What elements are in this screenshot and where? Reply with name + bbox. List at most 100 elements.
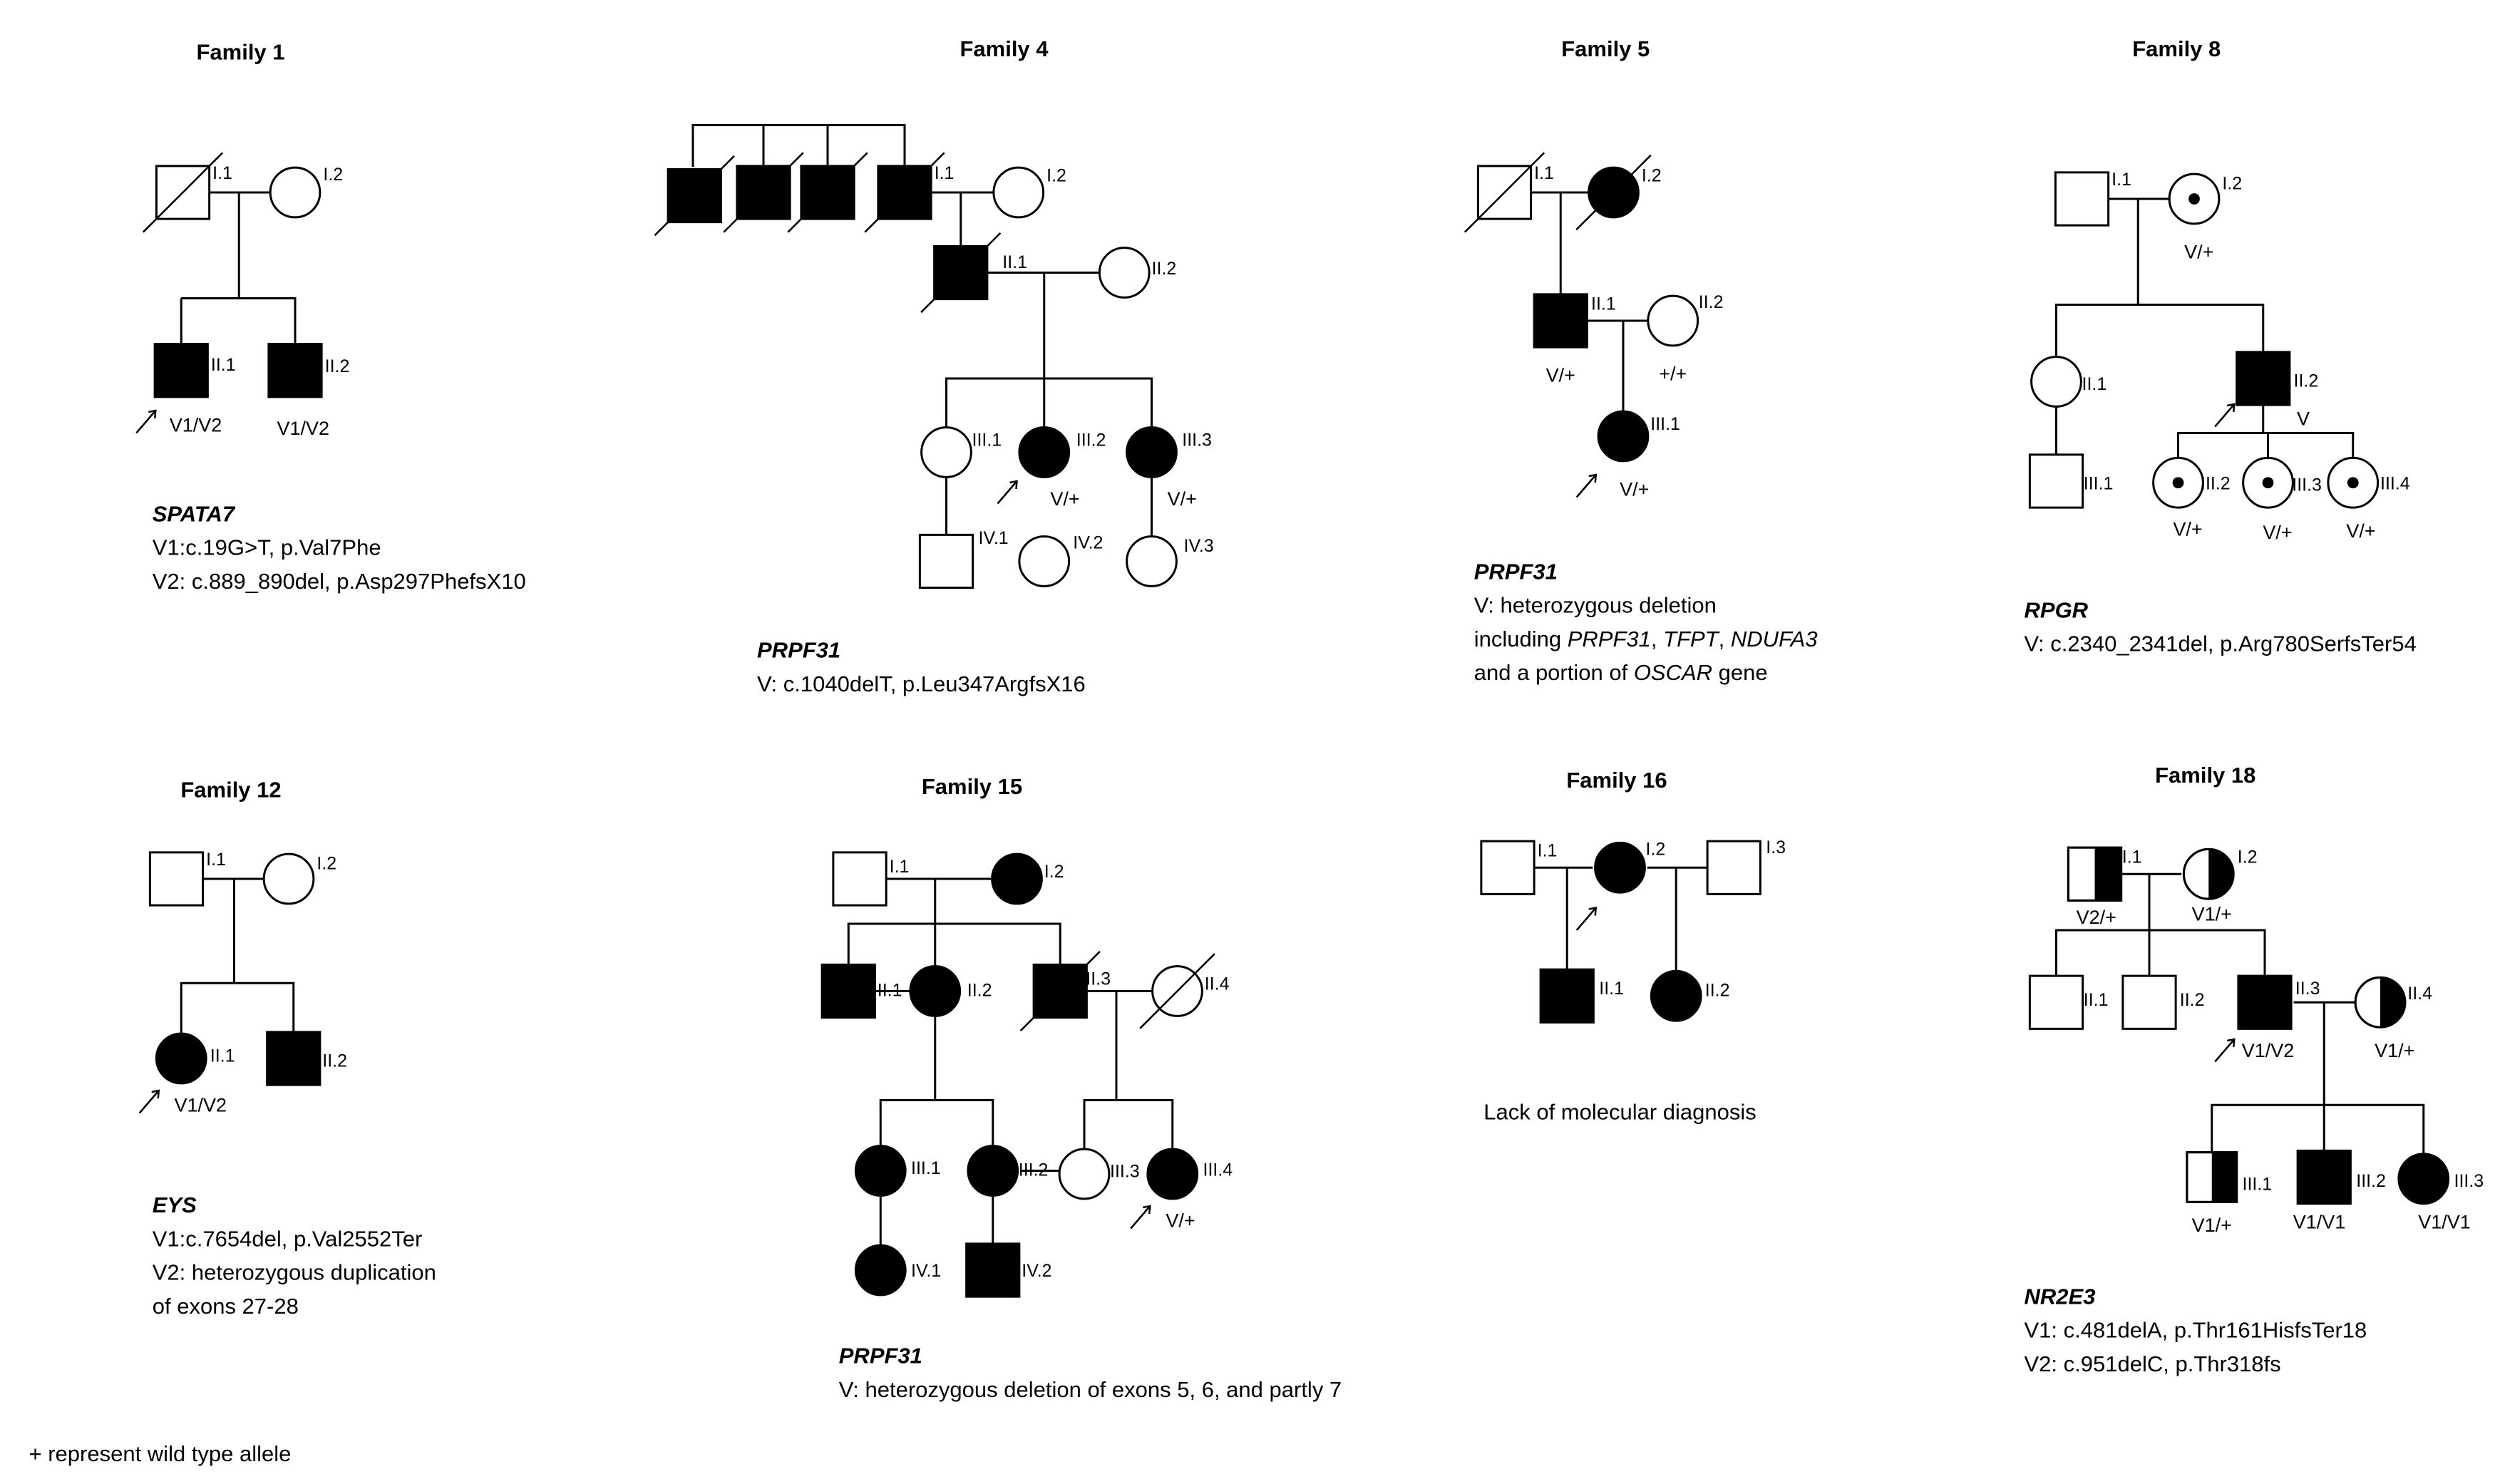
f12-i-1-label: I.1 — [206, 850, 226, 870]
f5-i-2-label: I.2 — [1642, 165, 1662, 185]
f1-ii-2-symbol — [267, 343, 323, 398]
f18-ii-2-symbol — [2121, 974, 2177, 1030]
f8-ii-1-label: II.1 — [2082, 374, 2107, 394]
f8-variant-line: V: c.2340_2341del, p.Arg780SerfsTer54 — [2025, 632, 2417, 656]
f8-iii-2-label: III.2 — [2201, 473, 2231, 493]
f18-iii-2-symbol — [2296, 1149, 2352, 1205]
f8-iii-1-symbol — [2028, 453, 2084, 509]
f4-i-1-symbol — [864, 152, 945, 233]
f15-ii-2-label: II.2 — [967, 980, 992, 1000]
f15-sibship-line — [879, 1099, 994, 1145]
f16-i-1-label: I.1 — [1538, 841, 1558, 861]
f18-iii-2-label: III.2 — [2356, 1171, 2386, 1191]
f12-ii-2-label: II.2 — [322, 1051, 347, 1071]
f1-variant-line: V1:c.19G>T, p.Val7Phe — [153, 535, 381, 560]
f8-i-2-genotype: V/+ — [2184, 241, 2213, 262]
f12-variant-line: V2: heterozygous duplication — [153, 1260, 436, 1285]
f4-iv-3-label: IV.3 — [1184, 536, 1214, 556]
f18-sibship-line — [2055, 929, 2266, 975]
f15-gene: PRPF31 — [839, 1344, 922, 1369]
f5-i-2-symbol — [1575, 154, 1652, 231]
f18-gene: NR2E3 — [2025, 1284, 2096, 1309]
f4-ii-1-label: II.1 — [1002, 252, 1027, 272]
f8-iii-3-label: III.3 — [2292, 475, 2322, 495]
f15-iii-1-label: III.1 — [911, 1158, 941, 1178]
f4-i-2-symbol — [992, 166, 1045, 219]
f5-iii-1-genotype: V/+ — [1620, 478, 1649, 500]
f8-i-1-label: I.1 — [2111, 170, 2131, 190]
f4-sibship-line — [691, 124, 906, 167]
f18-iii-3-symbol — [2397, 1153, 2450, 1205]
f18-ii-3-genotype: V1/V2 — [2242, 1040, 2295, 1061]
f18-ii-2-label: II.2 — [2180, 990, 2205, 1010]
f8-iii-3-symbol — [2242, 456, 2294, 509]
f8-title: Family 8 — [2132, 36, 2221, 61]
f4-title: Family 4 — [960, 36, 1049, 61]
f16-i-3-label: I.3 — [1766, 838, 1786, 857]
f16-ii-2-symbol — [1650, 969, 1702, 1022]
f15-iii-4-symbol — [1146, 1148, 1199, 1200]
f4-iv-3-symbol — [1126, 535, 1178, 587]
f15-ii-4-label: II.4 — [1205, 974, 1230, 994]
f15-iii-3-symbol — [1058, 1148, 1111, 1200]
f18-i-1-label: I.1 — [2122, 847, 2142, 867]
f5-i-1-symbol — [1464, 152, 1545, 233]
f1-ii-2-label: II.2 — [325, 356, 350, 376]
f16-title: Family 16 — [1566, 768, 1667, 793]
f12-variant-line: V1:c.7654del, p.Val2552Ter — [153, 1226, 423, 1251]
f4-iv-2-label: IV.2 — [1073, 533, 1103, 553]
f18-ii-4-symbol — [2354, 976, 2407, 1029]
f4-i-2-label: I.2 — [1046, 165, 1066, 185]
f8-gene: RPGR — [2025, 597, 2089, 622]
f16-ii-2-label: II.2 — [1705, 980, 1730, 1000]
f18-i-2-label: I.2 — [2238, 847, 2258, 867]
f18-iii-1-label: III.1 — [2243, 1175, 2273, 1195]
f8-i-2-label: I.2 — [2222, 174, 2242, 194]
f4-iii-2-proband-arrow — [997, 480, 1018, 505]
f1-title: Family 1 — [196, 39, 284, 64]
f5-title: Family 5 — [1561, 36, 1650, 61]
f18-iii-3-genotype: V1/V1 — [2418, 1212, 2471, 1233]
f1-i-2-label: I.2 — [323, 165, 343, 185]
f12-sibship-line — [180, 981, 295, 1035]
f18-iii-1-genotype: V1/+ — [2192, 1215, 2232, 1236]
f12-gene: EYS — [153, 1192, 197, 1217]
f4-sibship-line — [945, 377, 1153, 427]
f1-ii-1-proband-arrow — [135, 409, 157, 434]
f1-ii-1-genotype: V1/V2 — [170, 414, 222, 436]
f18-i-1-genotype: V2/+ — [2077, 907, 2116, 928]
f15-iii-2-label: III.2 — [1019, 1160, 1049, 1180]
f18-iii-2-genotype: V1/V1 — [2293, 1212, 2346, 1233]
f8-iii-4-symbol — [2327, 456, 2380, 509]
f8-ii-2-genotype: V — [2297, 408, 2310, 429]
f16-note: Lack of molecular diagnosis — [1483, 1100, 1756, 1125]
f1-sibship-line — [181, 297, 297, 344]
f15-ii-3-label: II.3 — [1086, 969, 1111, 989]
f1-ii-2-genotype: V1/V2 — [277, 418, 329, 439]
f5-iii-1-proband-arrow — [1575, 473, 1598, 498]
f4-ii-1-symbol — [920, 232, 1002, 314]
legend-text: + represent wild type allele — [29, 1441, 292, 1466]
f1-i-1-label: I.1 — [212, 163, 232, 183]
f8-ii-1-symbol — [2030, 356, 2082, 408]
f5-variant-line: V: heterozygous deletion — [1474, 593, 1717, 618]
f18-variant-line: V2: c.951delC, p.Thr318fs — [2025, 1351, 2281, 1376]
f15-ii-2-symbol — [909, 965, 962, 1017]
f15-sibship-line — [847, 922, 1061, 966]
f15-ii-4-symbol — [1139, 953, 1215, 1029]
f5-ii-2-genotype: +/+ — [1659, 363, 1687, 384]
f8-ii-2-symbol — [2236, 351, 2291, 406]
f15-iii-2-symbol — [967, 1145, 1019, 1197]
f5-iii-1-symbol — [1597, 410, 1650, 463]
f5-i-1-label: I.1 — [1534, 163, 1554, 183]
f15-iii-4-genotype: V/+ — [1166, 1210, 1195, 1231]
f1-gene: SPATA7 — [153, 501, 236, 526]
f8-ii-2-proband-arrow — [2214, 403, 2236, 428]
f4-iii-1-label: III.1 — [972, 431, 1002, 450]
f4-iii-1-symbol — [920, 426, 972, 478]
f4-iii-3-symbol — [1126, 426, 1178, 478]
f15-iii-1-symbol — [854, 1145, 907, 1197]
f12-ii-1-proband-arrow — [138, 1089, 160, 1114]
